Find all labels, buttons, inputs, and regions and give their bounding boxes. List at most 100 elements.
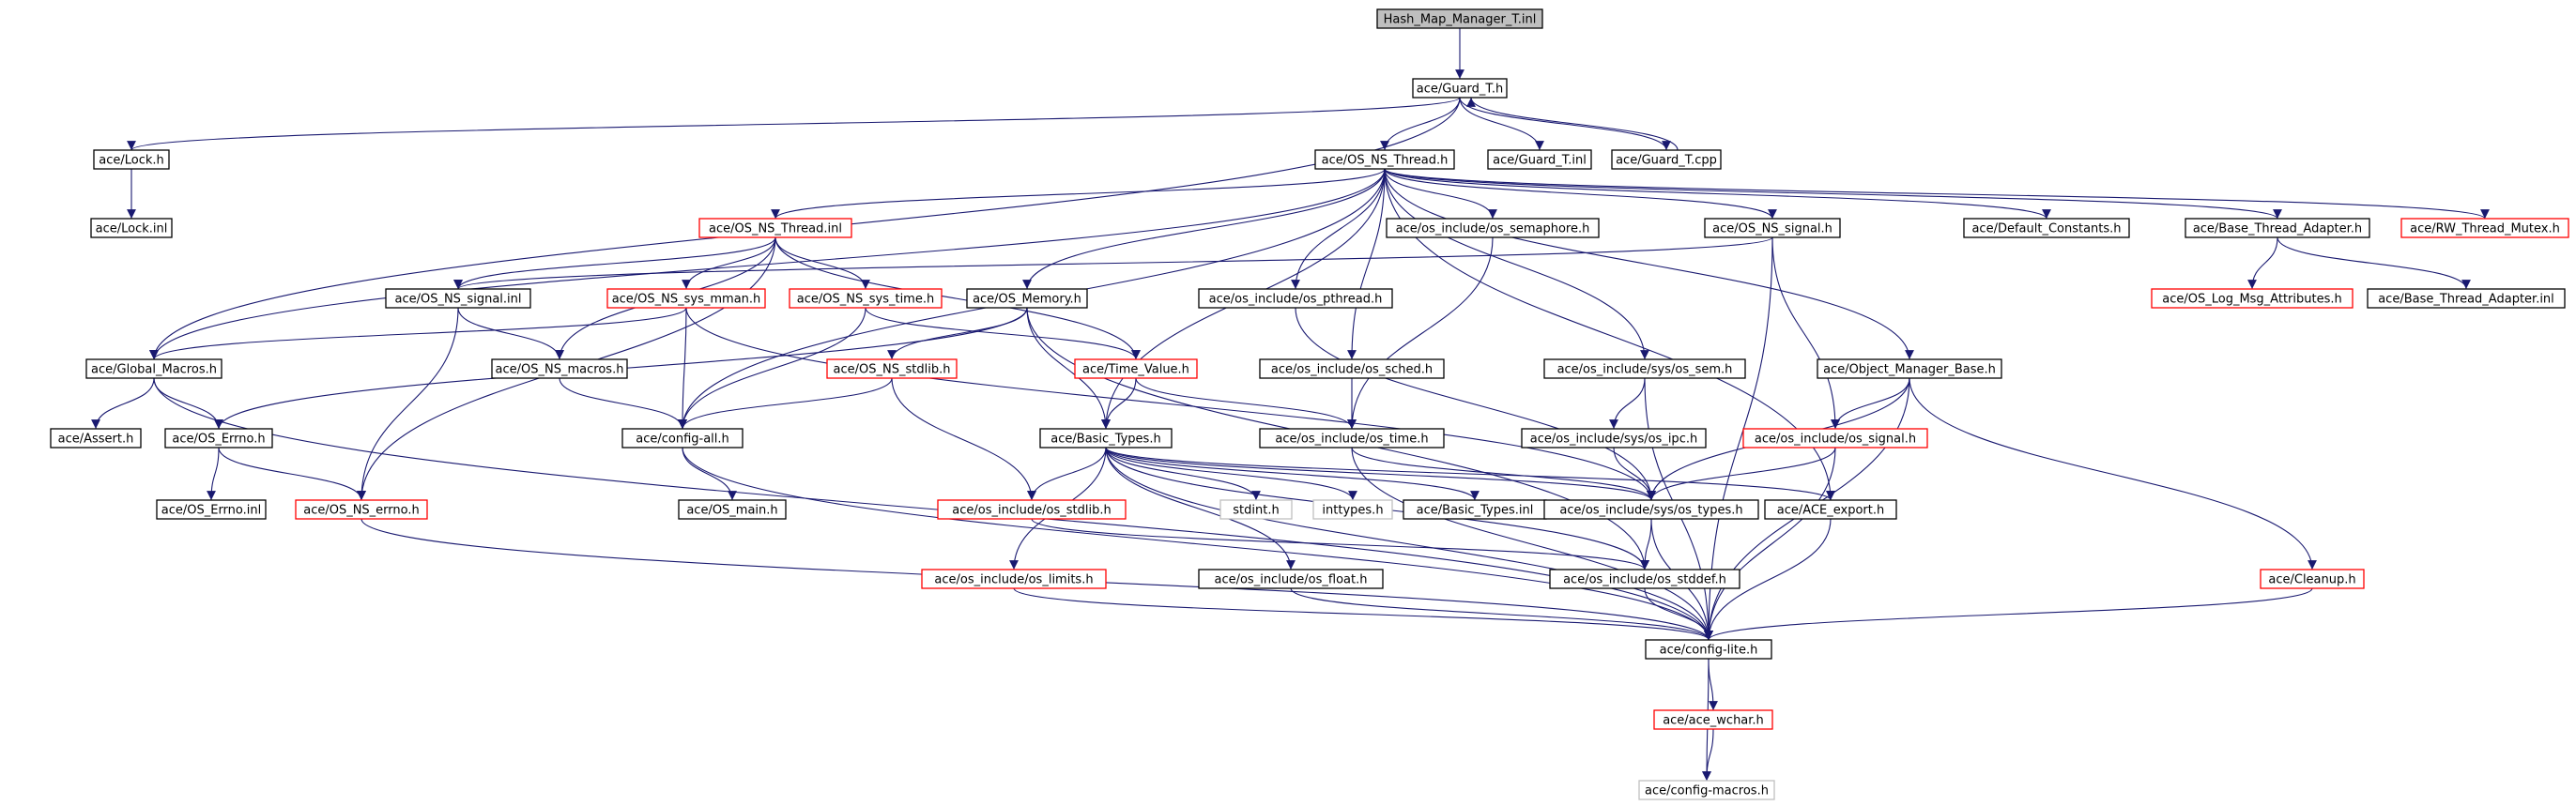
node-os-sys-ipc[interactable]: ace/os_include/sys/os_ipc.h: [1521, 428, 1707, 449]
edge-os_ns_sys_time-to-time_value: [865, 307, 1141, 360]
node-object-manager-base[interactable]: ace/Object_Manager_Base.h: [1817, 358, 2002, 379]
edge-basic_types_h-to-os_stdlib_inc: [1027, 447, 1107, 501]
dependency-arrow: [1384, 168, 2282, 220]
edge-base_thread_adapter_h-to-base_thread_adapter_inl: [2277, 236, 2471, 290]
node-os-ns-thread-h[interactable]: ace/OS_NS_Thread.h: [1314, 149, 1455, 170]
node-basic-types-inl[interactable]: ace/Basic_Types.inl: [1403, 499, 1547, 520]
node-os-main[interactable]: ace/OS_main.h: [678, 499, 787, 520]
dependency-arrow: [453, 236, 776, 290]
node-os-ns-macros[interactable]: ace/OS_NS_macros.h: [491, 358, 628, 379]
node-label: ace/os_include/os_stddef.h: [1563, 573, 1726, 587]
node-os-limits[interactable]: ace/os_include/os_limits.h: [921, 569, 1107, 589]
node-label: ace/Lock.h: [99, 154, 164, 168]
node-label: ace/ACE_export.h: [1777, 504, 1884, 518]
node-os-float[interactable]: ace/os_include/os_float.h: [1198, 569, 1384, 589]
edge-base_thread_adapter_h-to-os_log_msg_attr: [2247, 236, 2278, 290]
node-lock-inl[interactable]: ace/Lock.inl: [90, 218, 173, 238]
node-os-errno-inl[interactable]: ace/OS_Errno.inl: [156, 499, 267, 520]
node-box: [1653, 709, 1773, 730]
node-os-ns-sys-mman[interactable]: ace/OS_NS_sys_mman.h: [606, 288, 766, 309]
node-inttypes-h[interactable]: inttypes.h: [1312, 499, 1393, 520]
node-box: [90, 218, 173, 238]
node-os-sched[interactable]: ace/os_include/os_sched.h: [1259, 358, 1445, 379]
dependency-arrow: [207, 447, 220, 501]
node-label: ace/os_include/os_stdlib.h: [952, 504, 1111, 518]
dependency-arrow: [453, 236, 1773, 290]
edge-object_manager_base-to-os_signal_h: [1831, 377, 1910, 430]
node-guard-cpp[interactable]: ace/Guard_T.cpp: [1611, 149, 1722, 170]
node-label: ace/OS_Errno.h: [172, 433, 265, 447]
node-global-macros[interactable]: ace/Global_Macros.h: [85, 358, 222, 379]
node-ace-export[interactable]: ace/ACE_export.h: [1764, 499, 1897, 520]
node-box: [1039, 428, 1173, 449]
node-box: [1638, 780, 1775, 800]
node-config-all[interactable]: ace/config-all.h: [621, 428, 744, 449]
edge-os_ns_signal_h-to-os_signal_h: [1771, 236, 1840, 430]
edge-guard_h-to-guard_inl: [1459, 97, 1544, 151]
node-os-sys-types[interactable]: ace/os_include/sys/os_types.h: [1543, 499, 1759, 520]
node-default-constants[interactable]: ace/Default_Constants.h: [1963, 218, 2130, 238]
edge-os_ns_thread_inl-to-time_value: [774, 236, 1141, 360]
edge-object_manager_base-to-cleanup_h: [1909, 377, 2317, 570]
node-label: ace/os_include/os_signal.h: [1755, 433, 1916, 447]
node-os-stdlib-inc[interactable]: ace/os_include/os_stdlib.h: [937, 499, 1127, 520]
node-ace-wchar[interactable]: ace/ace_wchar.h: [1653, 709, 1773, 730]
node-os-ns-sys-time[interactable]: ace/OS_NS_sys_time.h: [789, 288, 943, 309]
node-os-errno-h[interactable]: ace/OS_Errno.h: [164, 428, 273, 449]
dependency-arrow: [1384, 168, 1914, 360]
dependency-arrow: [1347, 168, 1386, 360]
node-config-lite[interactable]: ace/config-lite.h: [1645, 639, 1772, 660]
node-label: ace/OS_Log_Msg_Attributes.h: [2162, 293, 2341, 307]
node-box: [1549, 569, 1740, 589]
node-os-ns-signal-inl[interactable]: ace/OS_NS_signal.inl: [385, 288, 531, 309]
node-box: [1611, 149, 1722, 170]
node-rw-thread-mutex[interactable]: ace/RW_Thread_Mutex.h: [2400, 218, 2569, 238]
node-os-ns-thread-inl[interactable]: ace/OS_NS_Thread.inl: [698, 218, 852, 238]
node-os-time-h[interactable]: ace/os_include/os_time.h: [1259, 428, 1445, 449]
edge-basic_types_h-to-os_sys_types: [1105, 447, 1656, 501]
dependency-arrow: [1105, 447, 1713, 641]
node-lock-h[interactable]: ace/Lock.h: [93, 149, 170, 170]
node-config-macros[interactable]: ace/config-macros.h: [1638, 780, 1775, 800]
node-os-semaphore[interactable]: ace/os_include/os_semaphore.h: [1386, 218, 1600, 238]
node-guard-inl[interactable]: ace/Guard_T.inl: [1487, 149, 1592, 170]
dependency-arrow: [2277, 236, 2471, 290]
node-os-ns-errno[interactable]: ace/OS_NS_errno.h: [295, 499, 428, 520]
node-time-value[interactable]: ace/Time_Value.h: [1074, 358, 1198, 379]
node-os-memory[interactable]: ace/OS_Memory.h: [966, 288, 1088, 309]
edge-os_ns_thread_h-to-os_semaphore: [1384, 168, 1497, 220]
dependency-arrow: [1609, 377, 1646, 430]
node-stdint-h[interactable]: stdint.h: [1219, 499, 1293, 520]
edge-cleanup_h-to-config_lite: [1704, 587, 2313, 641]
dependency-arrow: [1640, 518, 1652, 570]
dependency-arrow: [218, 447, 366, 501]
node-assert-h[interactable]: ace/Assert.h: [50, 428, 142, 449]
node-os-signal-h[interactable]: ace/os_include/os_signal.h: [1742, 428, 1928, 449]
node-cleanup-h[interactable]: ace/Cleanup.h: [2260, 569, 2365, 589]
node-base-thread-adapter-h[interactable]: ace/Base_Thread_Adapter.h: [2185, 218, 2370, 238]
node-os-ns-stdlib-h[interactable]: ace/OS_NS_stdlib.h: [826, 358, 958, 379]
node-os-stddef[interactable]: ace/os_include/os_stddef.h: [1549, 569, 1740, 589]
edge-os_ns_stdlib_h-to-os_stdlib_inc: [891, 377, 1036, 501]
node-guard-h[interactable]: ace/Guard_T.h: [1412, 78, 1508, 99]
edge-basic_types_h-to-os_float: [1105, 447, 1296, 570]
node-os-ns-signal-h[interactable]: ace/OS_NS_signal.h: [1704, 218, 1841, 238]
node-layer: Hash_Map_Manager_T.inlace/Guard_T.hace/L…: [50, 8, 2569, 800]
node-os-log-msg-attr[interactable]: ace/OS_Log_Msg_Attributes.h: [2151, 288, 2354, 309]
node-box: [698, 218, 852, 238]
dependency-arrow: [1013, 587, 1713, 641]
node-basic-types-h[interactable]: ace/Basic_Types.h: [1039, 428, 1173, 449]
node-os-sys-sem[interactable]: ace/os_include/sys/os_sem.h: [1543, 358, 1746, 379]
edge-os_ns_thread_h-to-os_sched: [1347, 168, 1386, 360]
node-box: [1645, 639, 1772, 660]
edge-guard_cpp-to-guard_h: [1466, 97, 1679, 151]
node-box: [1764, 499, 1897, 520]
node-box: [1487, 149, 1592, 170]
node-base-thread-adapter-inl[interactable]: ace/Base_Thread_Adapter.inl: [2367, 288, 2566, 309]
dependency-arrow: [1384, 168, 2051, 220]
edge-ace_wchar-to-config_macros: [1702, 728, 1714, 782]
edge-os_errno_h-to-os_errno_inl: [207, 447, 220, 501]
dependency-arrow: [1771, 236, 1840, 430]
node-os-pthread[interactable]: ace/os_include/os_pthread.h: [1198, 288, 1393, 309]
dependency-arrow: [1347, 236, 1494, 430]
